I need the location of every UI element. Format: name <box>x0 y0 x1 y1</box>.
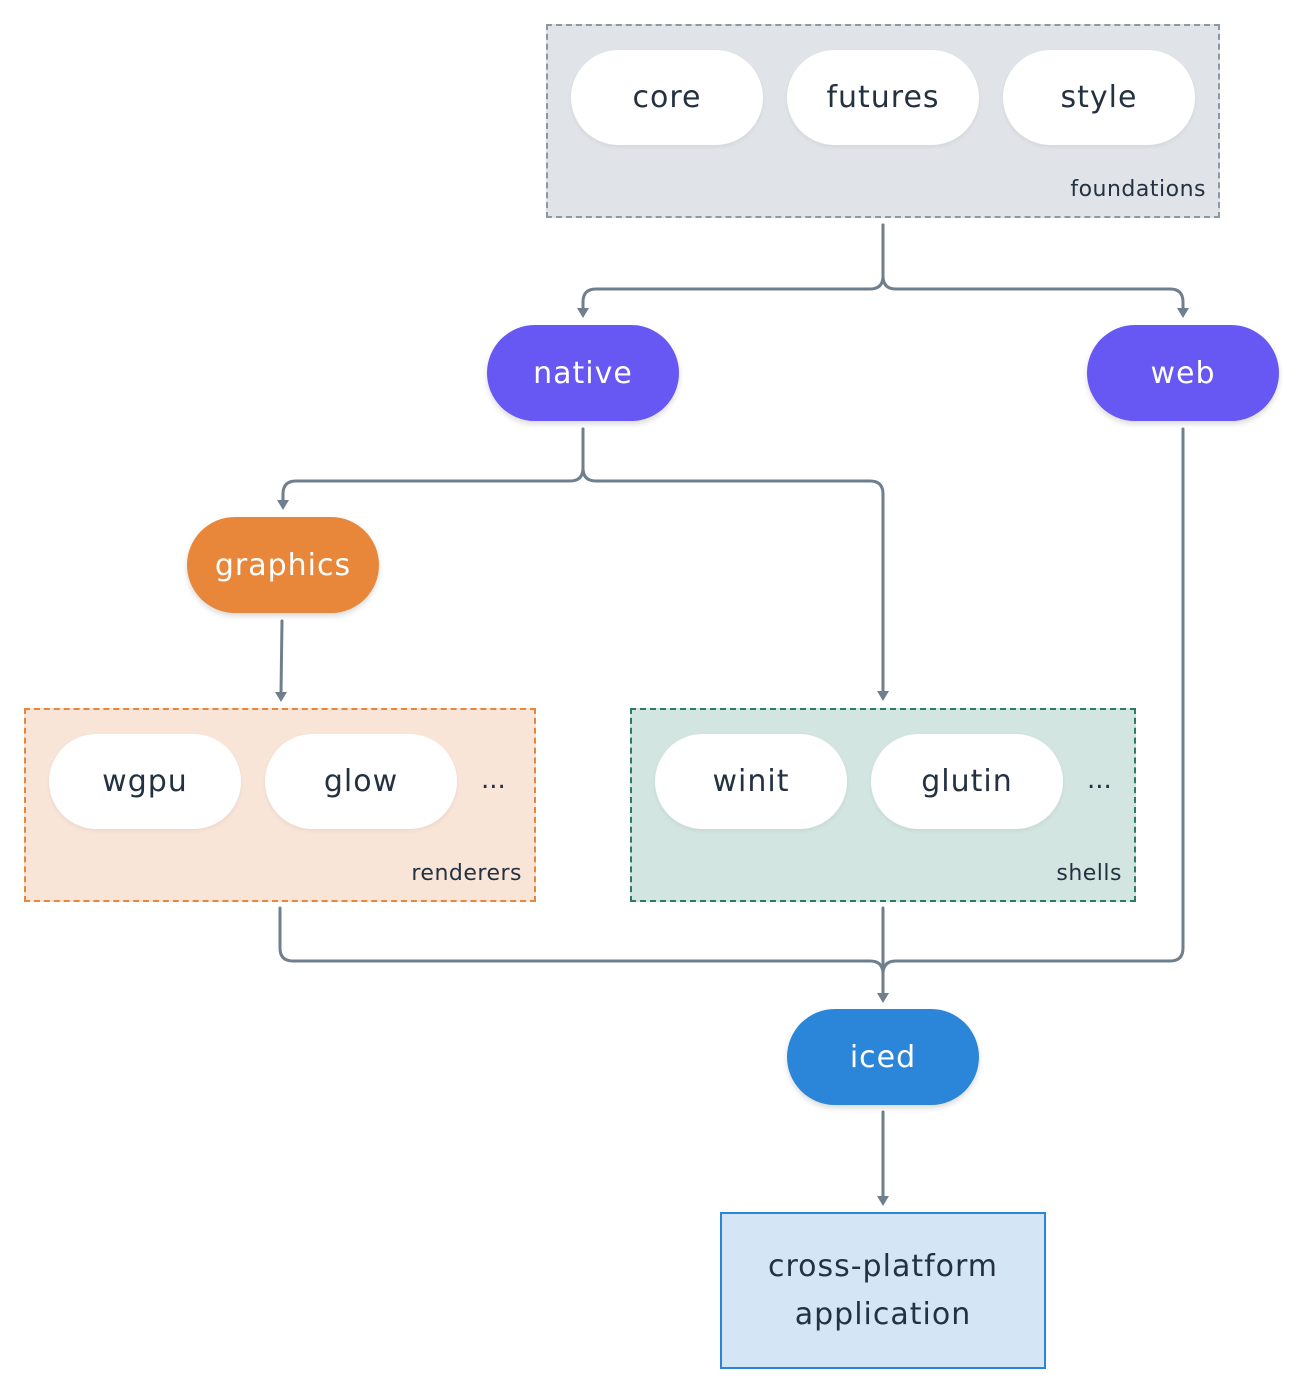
edge-native-graphics <box>281 427 585 503</box>
arrowhead-to-renderers <box>275 692 287 702</box>
edge-renderers-iced <box>278 906 885 996</box>
renderers-label: renderers <box>411 861 522 886</box>
glow-node[interactable]: glow <box>265 734 457 829</box>
native-node[interactable]: native <box>487 325 679 421</box>
wgpu-node[interactable]: wgpu <box>49 734 241 829</box>
application-line-1: cross-platform <box>767 1248 999 1284</box>
core-node[interactable]: core <box>571 50 763 145</box>
application-line-2: application <box>794 1296 972 1332</box>
arrowhead-to-graphics <box>277 500 289 510</box>
edge-web-iced <box>881 427 1185 996</box>
style-node[interactable]: style <box>1003 50 1195 145</box>
edge-native-shells <box>581 427 885 694</box>
arrowhead-to-native <box>577 308 589 318</box>
arrowhead-to-iced <box>877 993 889 1003</box>
winit-node[interactable]: winit <box>655 734 847 829</box>
foundations-label: foundations <box>1070 177 1206 202</box>
edge-foundations-native <box>581 223 885 311</box>
arrowhead-to-web <box>1177 308 1189 318</box>
application-node[interactable]: cross-platform application <box>720 1212 1046 1369</box>
edge-foundations-web <box>881 223 1185 311</box>
graphics-node[interactable]: graphics <box>187 517 379 613</box>
edge-graphics-renderers <box>279 619 284 695</box>
futures-node[interactable]: futures <box>787 50 979 145</box>
iced-node[interactable]: iced <box>787 1009 979 1105</box>
renderers-more: ... <box>481 765 506 795</box>
web-node[interactable]: web <box>1087 325 1279 421</box>
arrowhead-to-application <box>877 1196 889 1206</box>
shells-label: shells <box>1056 861 1122 886</box>
shells-more: ... <box>1087 765 1112 795</box>
glutin-node[interactable]: glutin <box>871 734 1063 829</box>
arrowhead-to-shells <box>877 691 889 701</box>
